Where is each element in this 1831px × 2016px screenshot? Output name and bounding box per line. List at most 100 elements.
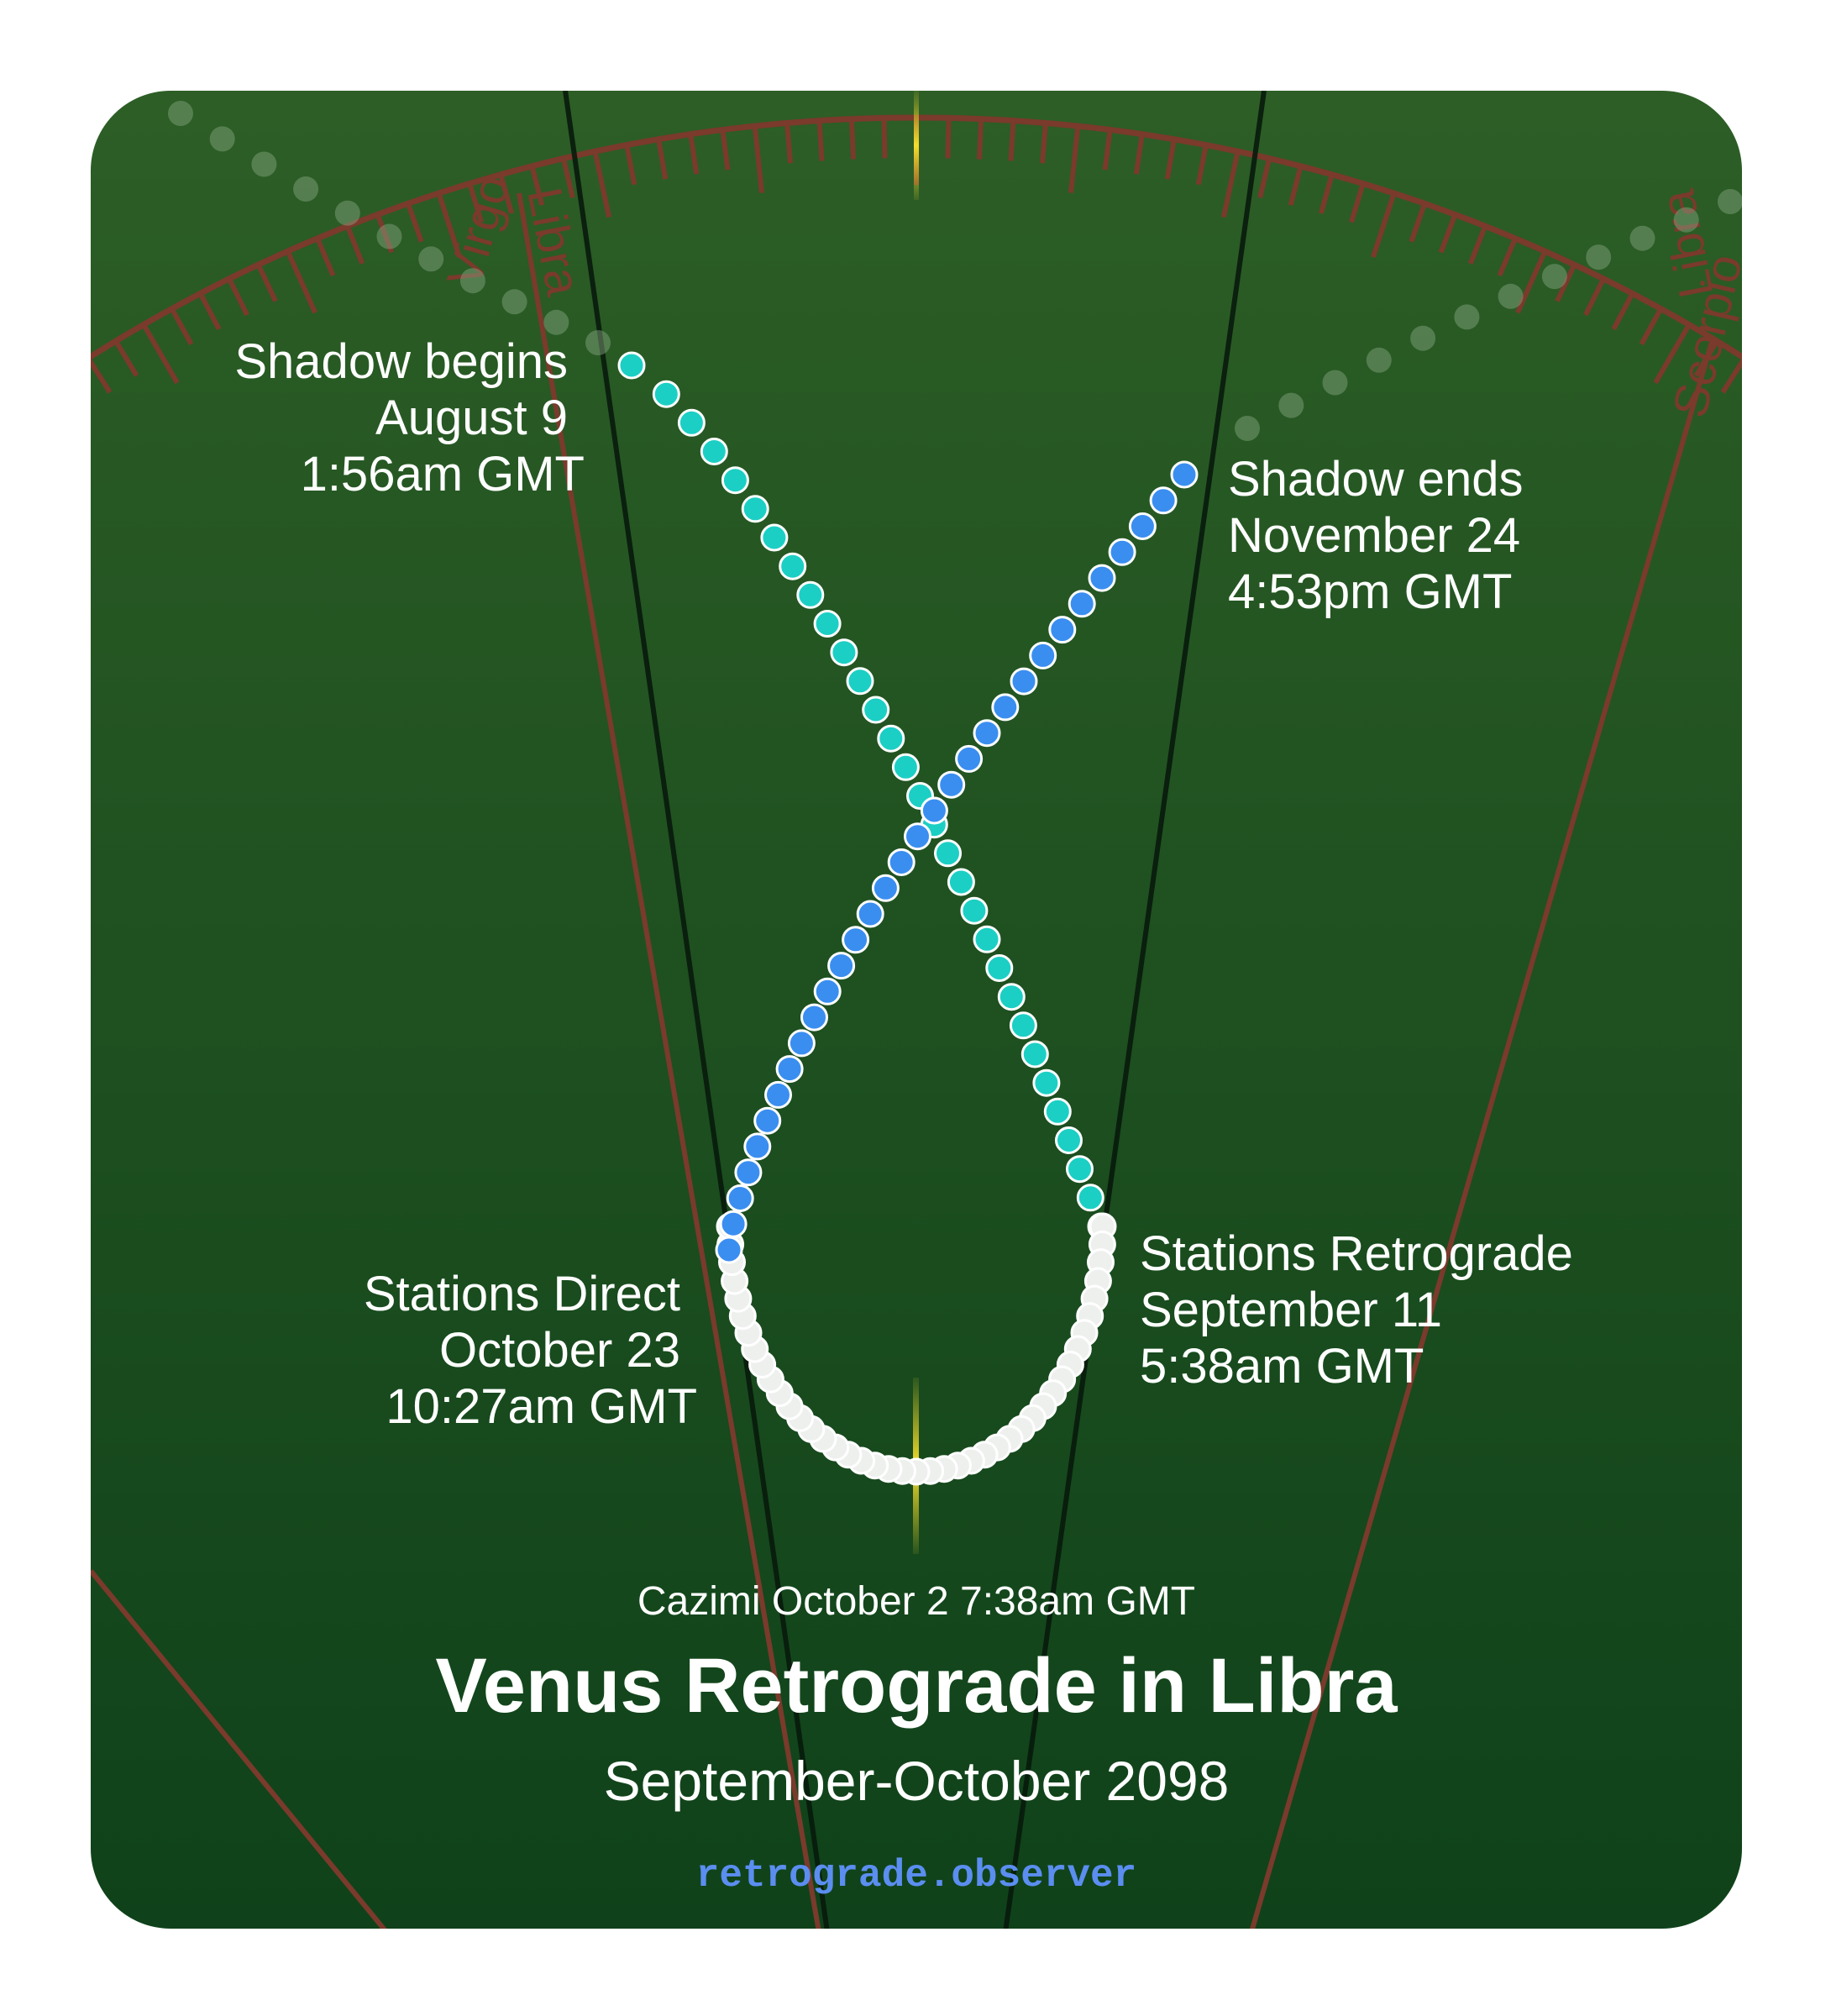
ecliptic-tick (406, 202, 424, 243)
faded-path-dot (1322, 370, 1348, 396)
faded-path-dot (1366, 347, 1392, 373)
pre-retrograde-dot (813, 610, 842, 638)
faded-path-dot (334, 200, 360, 226)
ecliptic-tick (1319, 173, 1335, 214)
ecliptic-tick (467, 182, 484, 223)
ecliptic-tick (1750, 375, 1772, 409)
label-shadow-begins: Shadow begins August 9 1:56am GMT (234, 334, 585, 501)
faded-path-dot (168, 101, 193, 126)
ecliptic-tick (784, 123, 793, 164)
faded-path-dot (1673, 207, 1699, 233)
ecliptic-tick (1438, 213, 1458, 254)
ecliptic-tick (169, 307, 194, 346)
ecliptic-tick (141, 323, 180, 385)
faded-path-dot (1586, 244, 1612, 270)
ecliptic-tick (1288, 165, 1304, 207)
ecliptic-tick (1497, 237, 1518, 277)
ecliptic-tick (1008, 120, 1016, 161)
pre-retrograde-dot (700, 438, 728, 465)
ecliptic-tick (1133, 134, 1145, 175)
post-retrograde-dot (719, 1210, 748, 1238)
pre-retrograde-dot (1009, 1011, 1037, 1040)
ecliptic-tick (1776, 394, 1798, 427)
card-background (91, 91, 1742, 1929)
pre-retrograde-dot (721, 466, 749, 495)
post-retrograde-dot (955, 744, 984, 773)
ecliptic-tick (285, 249, 317, 314)
post-retrograde-dot (734, 1158, 763, 1187)
post-retrograde-dot (937, 770, 966, 799)
ecliptic-tick (315, 237, 336, 277)
ecliptic-tick (1583, 277, 1606, 317)
chart-subtitle: September-October 2098 (604, 1750, 1230, 1812)
site-link[interactable]: retrograde.observer (696, 1854, 1137, 1898)
ecliptic-tick (945, 118, 952, 159)
post-retrograde-dot (715, 1236, 743, 1264)
ecliptic-tick (1639, 307, 1664, 346)
ecliptic-tick (1786, 412, 1825, 467)
zodiac-boundary-line (91, 1569, 389, 1929)
post-retrograde-dot (842, 926, 870, 954)
ecliptic-tick (656, 139, 669, 180)
faded-path-dot (1235, 416, 1260, 441)
pre-retrograde-dot (985, 954, 1014, 982)
post-retrograde-dot (787, 1029, 816, 1058)
pre-retrograde-dot (1032, 1068, 1061, 1097)
pre-retrograde-dot (741, 495, 769, 523)
post-retrograde-dot (775, 1055, 804, 1084)
post-retrograde-dot (1149, 486, 1178, 515)
pre-retrograde-dot (891, 753, 920, 781)
ecliptic-tick (881, 118, 888, 159)
post-retrograde-dot (800, 1003, 828, 1032)
venus-path (168, 101, 1742, 1486)
post-retrograde-dot (1010, 667, 1038, 696)
pre-retrograde-dot (973, 925, 1001, 953)
zodiac-boundaries (91, 192, 1716, 1929)
ecliptic-tick (113, 339, 139, 377)
post-retrograde-dot (973, 719, 1001, 748)
ecliptic-tick (344, 225, 365, 265)
ecliptic-tick (560, 157, 575, 198)
ecliptic-tick (1349, 182, 1366, 223)
pre-retrograde-dot (947, 868, 975, 896)
post-retrograde-dot (904, 822, 931, 851)
zodiac-boundary-line (517, 192, 821, 1929)
faded-path-dot (585, 330, 611, 355)
pre-retrograde-dot (796, 580, 825, 609)
post-retrograde-dot (813, 977, 842, 1005)
faded-path-dot (418, 246, 444, 272)
ecliptic-tick (1720, 356, 1742, 394)
faded-path-dot (251, 151, 277, 177)
faded-path-dot (1541, 264, 1567, 290)
post-retrograde-dot (871, 874, 900, 902)
post-retrograde-dot (743, 1132, 772, 1161)
pre-retrograde-dot (617, 351, 646, 380)
faded-path-dot (376, 223, 402, 249)
ecliptic-tick (1040, 123, 1048, 164)
ecliptic-tick (436, 192, 462, 259)
ecliptic-tick (1220, 150, 1241, 218)
post-retrograde-dot (1128, 512, 1157, 540)
pre-retrograde-dot (652, 380, 680, 408)
faded-path-dot (543, 309, 569, 335)
post-retrograde-dot (887, 848, 916, 876)
post-retrograde-dot (764, 1080, 792, 1109)
ecliptic-tick (1693, 339, 1719, 377)
ecliptic-tick (1102, 129, 1113, 171)
ecliptic-tick (848, 118, 856, 160)
ecliptic-tick (91, 356, 113, 394)
pre-retrograde-dot (760, 523, 789, 552)
chart-title: Venus Retrograde in Libra (435, 1643, 1398, 1729)
pre-retrograde-dot (934, 839, 962, 868)
label-stations-direct: Stations Direct October 23 10:27am GMT (364, 1267, 697, 1434)
ecliptic-tick (197, 292, 222, 331)
label-stations-retrograde: Stations Retrograde September 11 5:38am … (1140, 1226, 1573, 1394)
pre-retrograde-dot (1020, 1040, 1049, 1068)
zodiac-boundary-line (1249, 335, 1716, 1929)
stations-direct-line3: 10:27am GMT (386, 1379, 697, 1434)
shadow-ends-line2: November 24 (1228, 508, 1520, 563)
faded-path-dot (209, 126, 235, 152)
pre-retrograde-dot (779, 552, 807, 580)
